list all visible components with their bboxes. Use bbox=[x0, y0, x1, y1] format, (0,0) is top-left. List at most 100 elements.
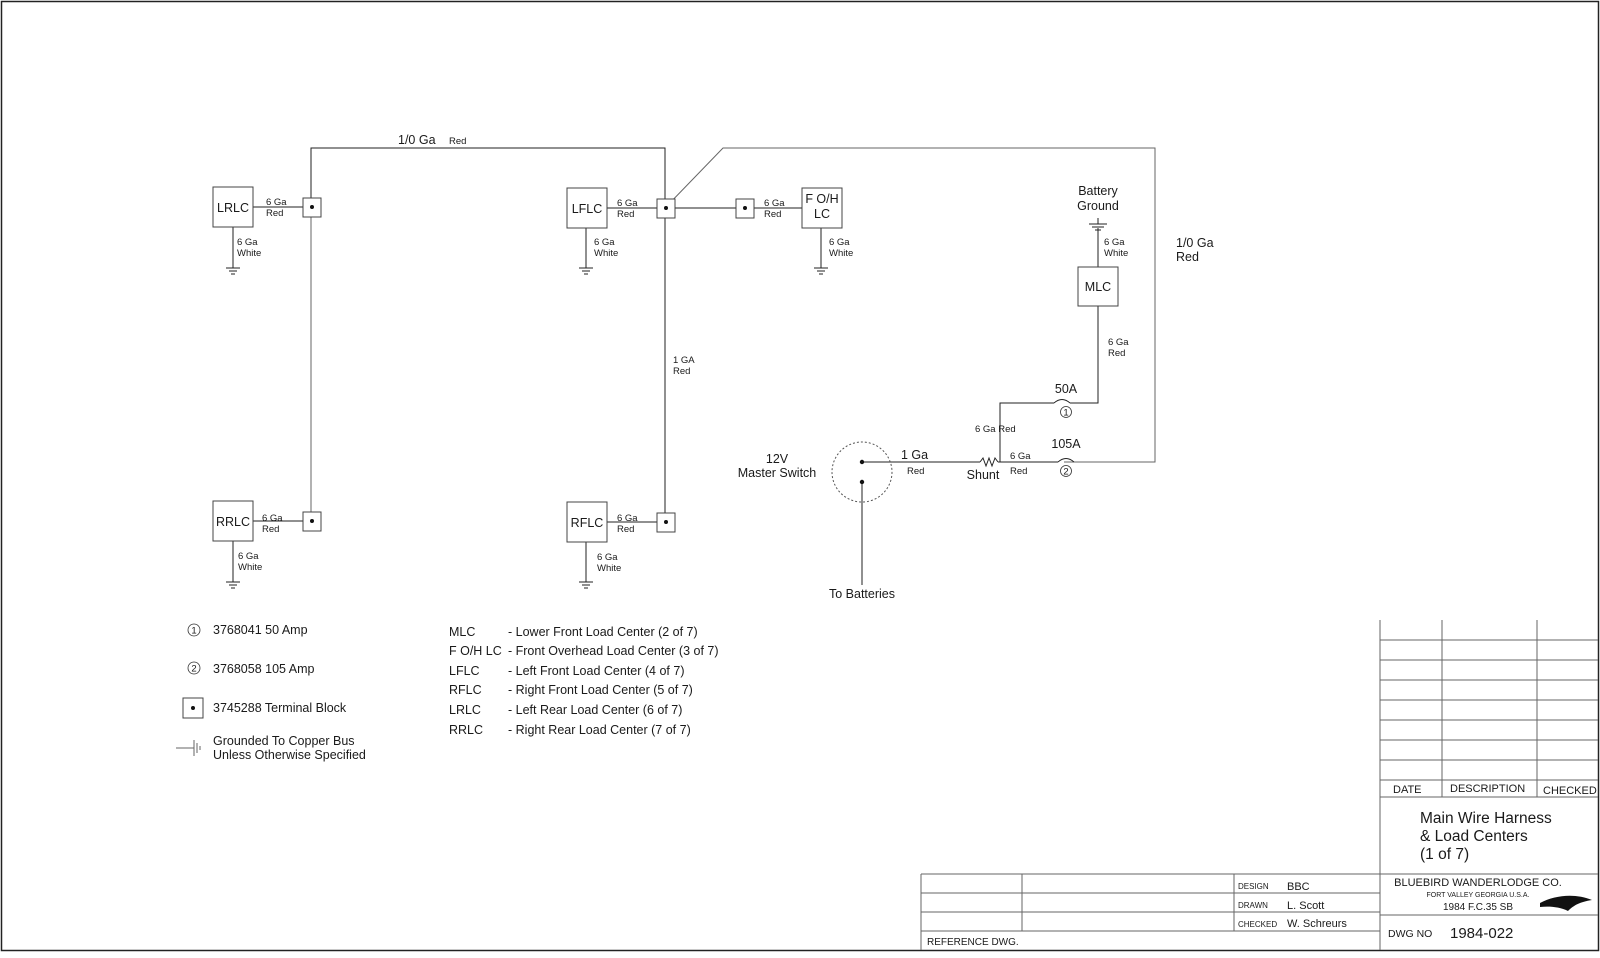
dwg-no-value: 1984-022 bbox=[1450, 925, 1513, 942]
wires bbox=[232, 147, 1156, 585]
fuse-50a: 1 bbox=[1053, 399, 1072, 419]
vertical-wire-color: Red bbox=[673, 366, 690, 377]
fuse-50a-label: 50A bbox=[1055, 382, 1078, 396]
top-wire-color-label: Red bbox=[449, 136, 466, 147]
rflc-wire-gauge: 6 Ga bbox=[617, 513, 638, 524]
rflc-label: RFLC bbox=[571, 516, 604, 530]
legend-fuse-105a-text: 3768058 105 Amp bbox=[213, 662, 315, 676]
lflc-wire-color: Red bbox=[617, 209, 634, 220]
right-wire-gauge-label: 1/0 Ga bbox=[1176, 236, 1214, 250]
lrlc-ground-gauge: 6 Ga bbox=[237, 237, 258, 248]
right-wire-color-label: Red bbox=[1176, 250, 1199, 264]
mlc-fuse-50-wire bbox=[1070, 305, 1099, 404]
wire-labels: 1/0 Ga Red 6 Ga Red 6 Ga White 6 Ga Red … bbox=[237, 133, 1214, 574]
right-1-0-ga-wire bbox=[664, 147, 1156, 463]
reference-dwg-label: REFERENCE DWG. bbox=[927, 937, 1019, 948]
lrlc-label: LRLC bbox=[217, 201, 249, 215]
fuse-105a: 2 bbox=[1057, 458, 1075, 478]
rflc-ground-icon bbox=[579, 581, 593, 589]
rrlc-label: RRLC bbox=[216, 515, 250, 529]
terminal-blocks bbox=[302, 197, 755, 533]
lflc-label: LFLC bbox=[572, 202, 603, 216]
vertical-wire-gauge: 1 GA bbox=[673, 355, 695, 366]
drawing-title-line1: Main Wire Harness bbox=[1420, 810, 1552, 827]
mlc-ground-color: White bbox=[1104, 248, 1128, 259]
legend-ground: Grounded To Copper Bus Unless Otherwise … bbox=[176, 734, 366, 762]
fohlc-ground-gauge: 6 Ga bbox=[829, 237, 850, 248]
master-switch bbox=[831, 441, 893, 503]
legend-ground-text-line1: Grounded To Copper Bus bbox=[213, 734, 355, 748]
fohlc-label-line2: LC bbox=[814, 207, 830, 221]
revision-description-header: DESCRIPTION bbox=[1450, 783, 1525, 795]
legend-lflc-desc: - Left Front Load Center (4 of 7) bbox=[508, 664, 684, 678]
load-center-legend: MLC - Lower Front Load Center (2 of 7) F… bbox=[449, 625, 719, 737]
lflc-ground-gauge: 6 Ga bbox=[594, 237, 615, 248]
master-switch-label-line2: Master Switch bbox=[738, 466, 817, 480]
title-block: Main Wire Harness & Load Centers (1 of 7… bbox=[920, 797, 1598, 950]
load-center-rflc: RFLC bbox=[566, 501, 608, 543]
rflc-ground-gauge: 6 Ga bbox=[597, 552, 618, 563]
switch-wire-color: Red bbox=[907, 466, 924, 477]
revision-block: DATE DESCRIPTION CHECKED bbox=[1379, 620, 1598, 798]
bluebird-logo-icon bbox=[1540, 895, 1592, 911]
legend-terminal-block: 3745288 Terminal Block bbox=[182, 697, 347, 719]
lrlc-wire-gauge: 6 Ga bbox=[266, 197, 287, 208]
drawing-title-line3: (1 of 7) bbox=[1420, 846, 1469, 863]
legend-fohlc-abbr: F O/H LC bbox=[449, 644, 502, 658]
design-value: BBC bbox=[1287, 881, 1310, 893]
fohlc-label-line1: F O/H bbox=[805, 192, 838, 206]
lrlc-ground-color: White bbox=[237, 248, 261, 259]
design-label: DESIGN bbox=[1238, 882, 1269, 891]
top-wire-gauge-label: 1/0 Ga bbox=[398, 133, 436, 147]
drawing-title-line2: & Load Centers bbox=[1420, 828, 1528, 845]
switch-wire-gauge: 1 Ga bbox=[901, 448, 928, 462]
dwg-no-label: DWG NO bbox=[1388, 928, 1432, 940]
load-center-rrlc: RRLC bbox=[212, 500, 254, 542]
company-name: BLUEBIRD WANDERLODGE CO. bbox=[1394, 877, 1562, 889]
fuse-50-branch-wire bbox=[999, 402, 1054, 462]
legend-mlc-abbr: MLC bbox=[449, 625, 475, 639]
mlc-fuse-wire-gauge: 6 Ga bbox=[1108, 337, 1129, 348]
fohlc-ground-icon bbox=[814, 267, 828, 275]
branch-wire-label: 6 Ga Red bbox=[975, 424, 1016, 435]
rrlc-ground-icon bbox=[226, 581, 240, 589]
lflc-ground-color: White bbox=[594, 248, 618, 259]
mlc-fuse-wire-color: Red bbox=[1108, 348, 1125, 359]
top-1-0-ga-wire bbox=[310, 147, 666, 208]
master-switch-label-line1: 12V bbox=[766, 452, 789, 466]
fohlc-wire-gauge: 6 Ga bbox=[764, 198, 785, 209]
load-center-mlc: MLC bbox=[1077, 266, 1119, 307]
rrlc-ground-color: White bbox=[238, 562, 262, 573]
legend-ground-text-line2: Unless Otherwise Specified bbox=[213, 748, 366, 762]
fuse-50a-legend-icon bbox=[187, 623, 201, 637]
model-designation: 1984 F.C.35 SB bbox=[1443, 902, 1513, 913]
legend-fohlc-desc: - Front Overhead Load Center (3 of 7) bbox=[508, 644, 719, 658]
drawn-value: L. Scott bbox=[1287, 900, 1324, 912]
component-labels: Battery Ground 50A 105A Shunt 12V Master… bbox=[738, 184, 1119, 601]
legend-fuse-50a-symbol: 1 bbox=[191, 626, 196, 637]
terminal-block-fohlc bbox=[735, 198, 755, 219]
fuse-105a-mark: 2 bbox=[1063, 467, 1068, 478]
terminal-block-lrlc bbox=[302, 197, 322, 218]
mlc-label: MLC bbox=[1085, 280, 1111, 294]
shunt-wire-color: Red bbox=[1010, 466, 1027, 477]
drawn-label: DRAWN bbox=[1238, 901, 1268, 910]
legend-rflc-desc: - Right Front Load Center (5 of 7) bbox=[508, 683, 693, 697]
load-center-fohlc: F O/H LC bbox=[801, 187, 843, 229]
terminal-block-rrlc bbox=[302, 511, 322, 532]
legend-rrlc-desc: - Right Rear Load Center (7 of 7) bbox=[508, 723, 691, 737]
rrlc-ground-gauge: 6 Ga bbox=[238, 551, 259, 562]
battery-ground-icon bbox=[1089, 218, 1107, 231]
checked-label: CHECKED bbox=[1238, 920, 1277, 929]
rrlc-wire-gauge: 6 Ga bbox=[262, 513, 283, 524]
battery-ground-label-line2: Ground bbox=[1077, 199, 1119, 213]
load-center-lflc: LFLC bbox=[566, 187, 608, 229]
legend-fuse-50a-text: 3768041 50 Amp bbox=[213, 623, 308, 637]
legend-lrlc-desc: - Left Rear Load Center (6 of 7) bbox=[508, 703, 682, 717]
revision-date-header: DATE bbox=[1393, 784, 1422, 796]
mlc-ground-gauge: 6 Ga bbox=[1104, 237, 1125, 248]
legend-rflc-abbr: RFLC bbox=[449, 683, 482, 697]
